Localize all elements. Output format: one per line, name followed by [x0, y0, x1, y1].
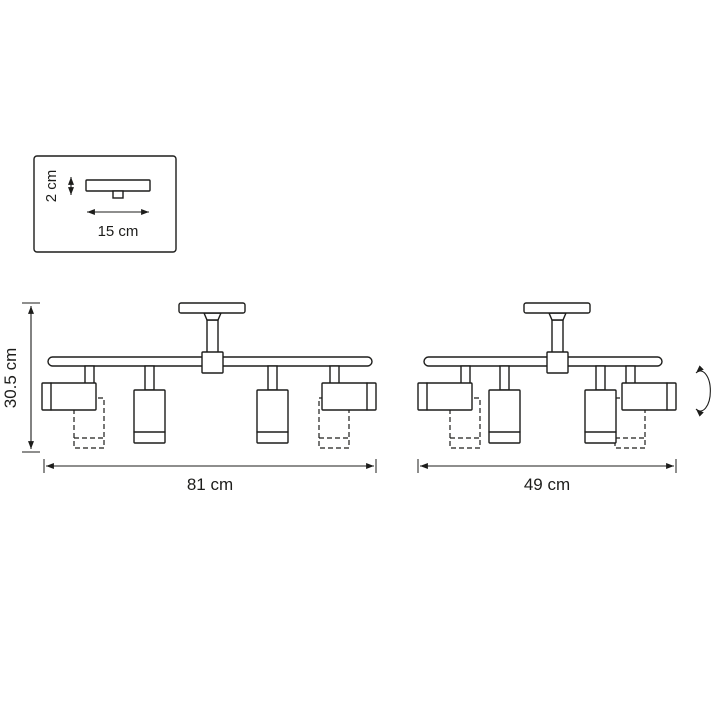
spot-head-horizontal [321, 382, 377, 411]
spot-stem [84, 365, 95, 385]
fixture-large [41, 302, 377, 449]
spot-stem [625, 365, 636, 385]
stem [551, 319, 564, 357]
canopy [178, 302, 246, 314]
spot-head-rotated-outline [449, 397, 481, 449]
spot-head-horizontal [621, 382, 677, 411]
spot-stem [267, 365, 278, 391]
spot-stem [595, 365, 606, 391]
small-width-label: 49 cm [524, 475, 570, 494]
large-width-label: 81 cm [187, 475, 233, 494]
spot-stem [499, 365, 510, 391]
spot-stem [329, 365, 340, 385]
spot-head-vertical [488, 389, 521, 444]
canopy-adapter [202, 312, 223, 321]
bar-connector [201, 351, 224, 374]
spot-head-rotated-outline [73, 397, 105, 449]
fixture-small [417, 302, 677, 449]
spot-head-vertical [584, 389, 617, 444]
spot-stem [460, 365, 471, 385]
fixture-height-label: 30.5 cm [1, 348, 20, 408]
detail-width-label: 15 cm [98, 223, 139, 240]
detail-view-box: 2 cm 15 cm [33, 155, 177, 253]
spot-head-vertical [256, 389, 289, 444]
mount-plate-stub [112, 190, 124, 199]
spot-stem [144, 365, 155, 391]
mount-plate [85, 179, 151, 192]
spot-head-rotated-outline [614, 397, 646, 449]
spot-head-horizontal [417, 382, 473, 411]
canopy [523, 302, 591, 314]
spot-head-rotated-outline [318, 397, 350, 449]
bar-connector [546, 351, 569, 374]
height-dimension: 30.5 cm [1, 302, 40, 453]
spot-head-vertical [133, 389, 166, 444]
canopy-adapter [547, 312, 568, 321]
detail-height-label: 2 cm [43, 170, 60, 203]
large-width-dimension: 81 cm [43, 459, 377, 494]
ceiling-bar [423, 356, 663, 367]
spot-head-horizontal [41, 382, 97, 411]
small-width-dimension: 49 cm [417, 459, 677, 494]
stem [206, 319, 219, 357]
rotation-arrow-icon [695, 365, 711, 417]
